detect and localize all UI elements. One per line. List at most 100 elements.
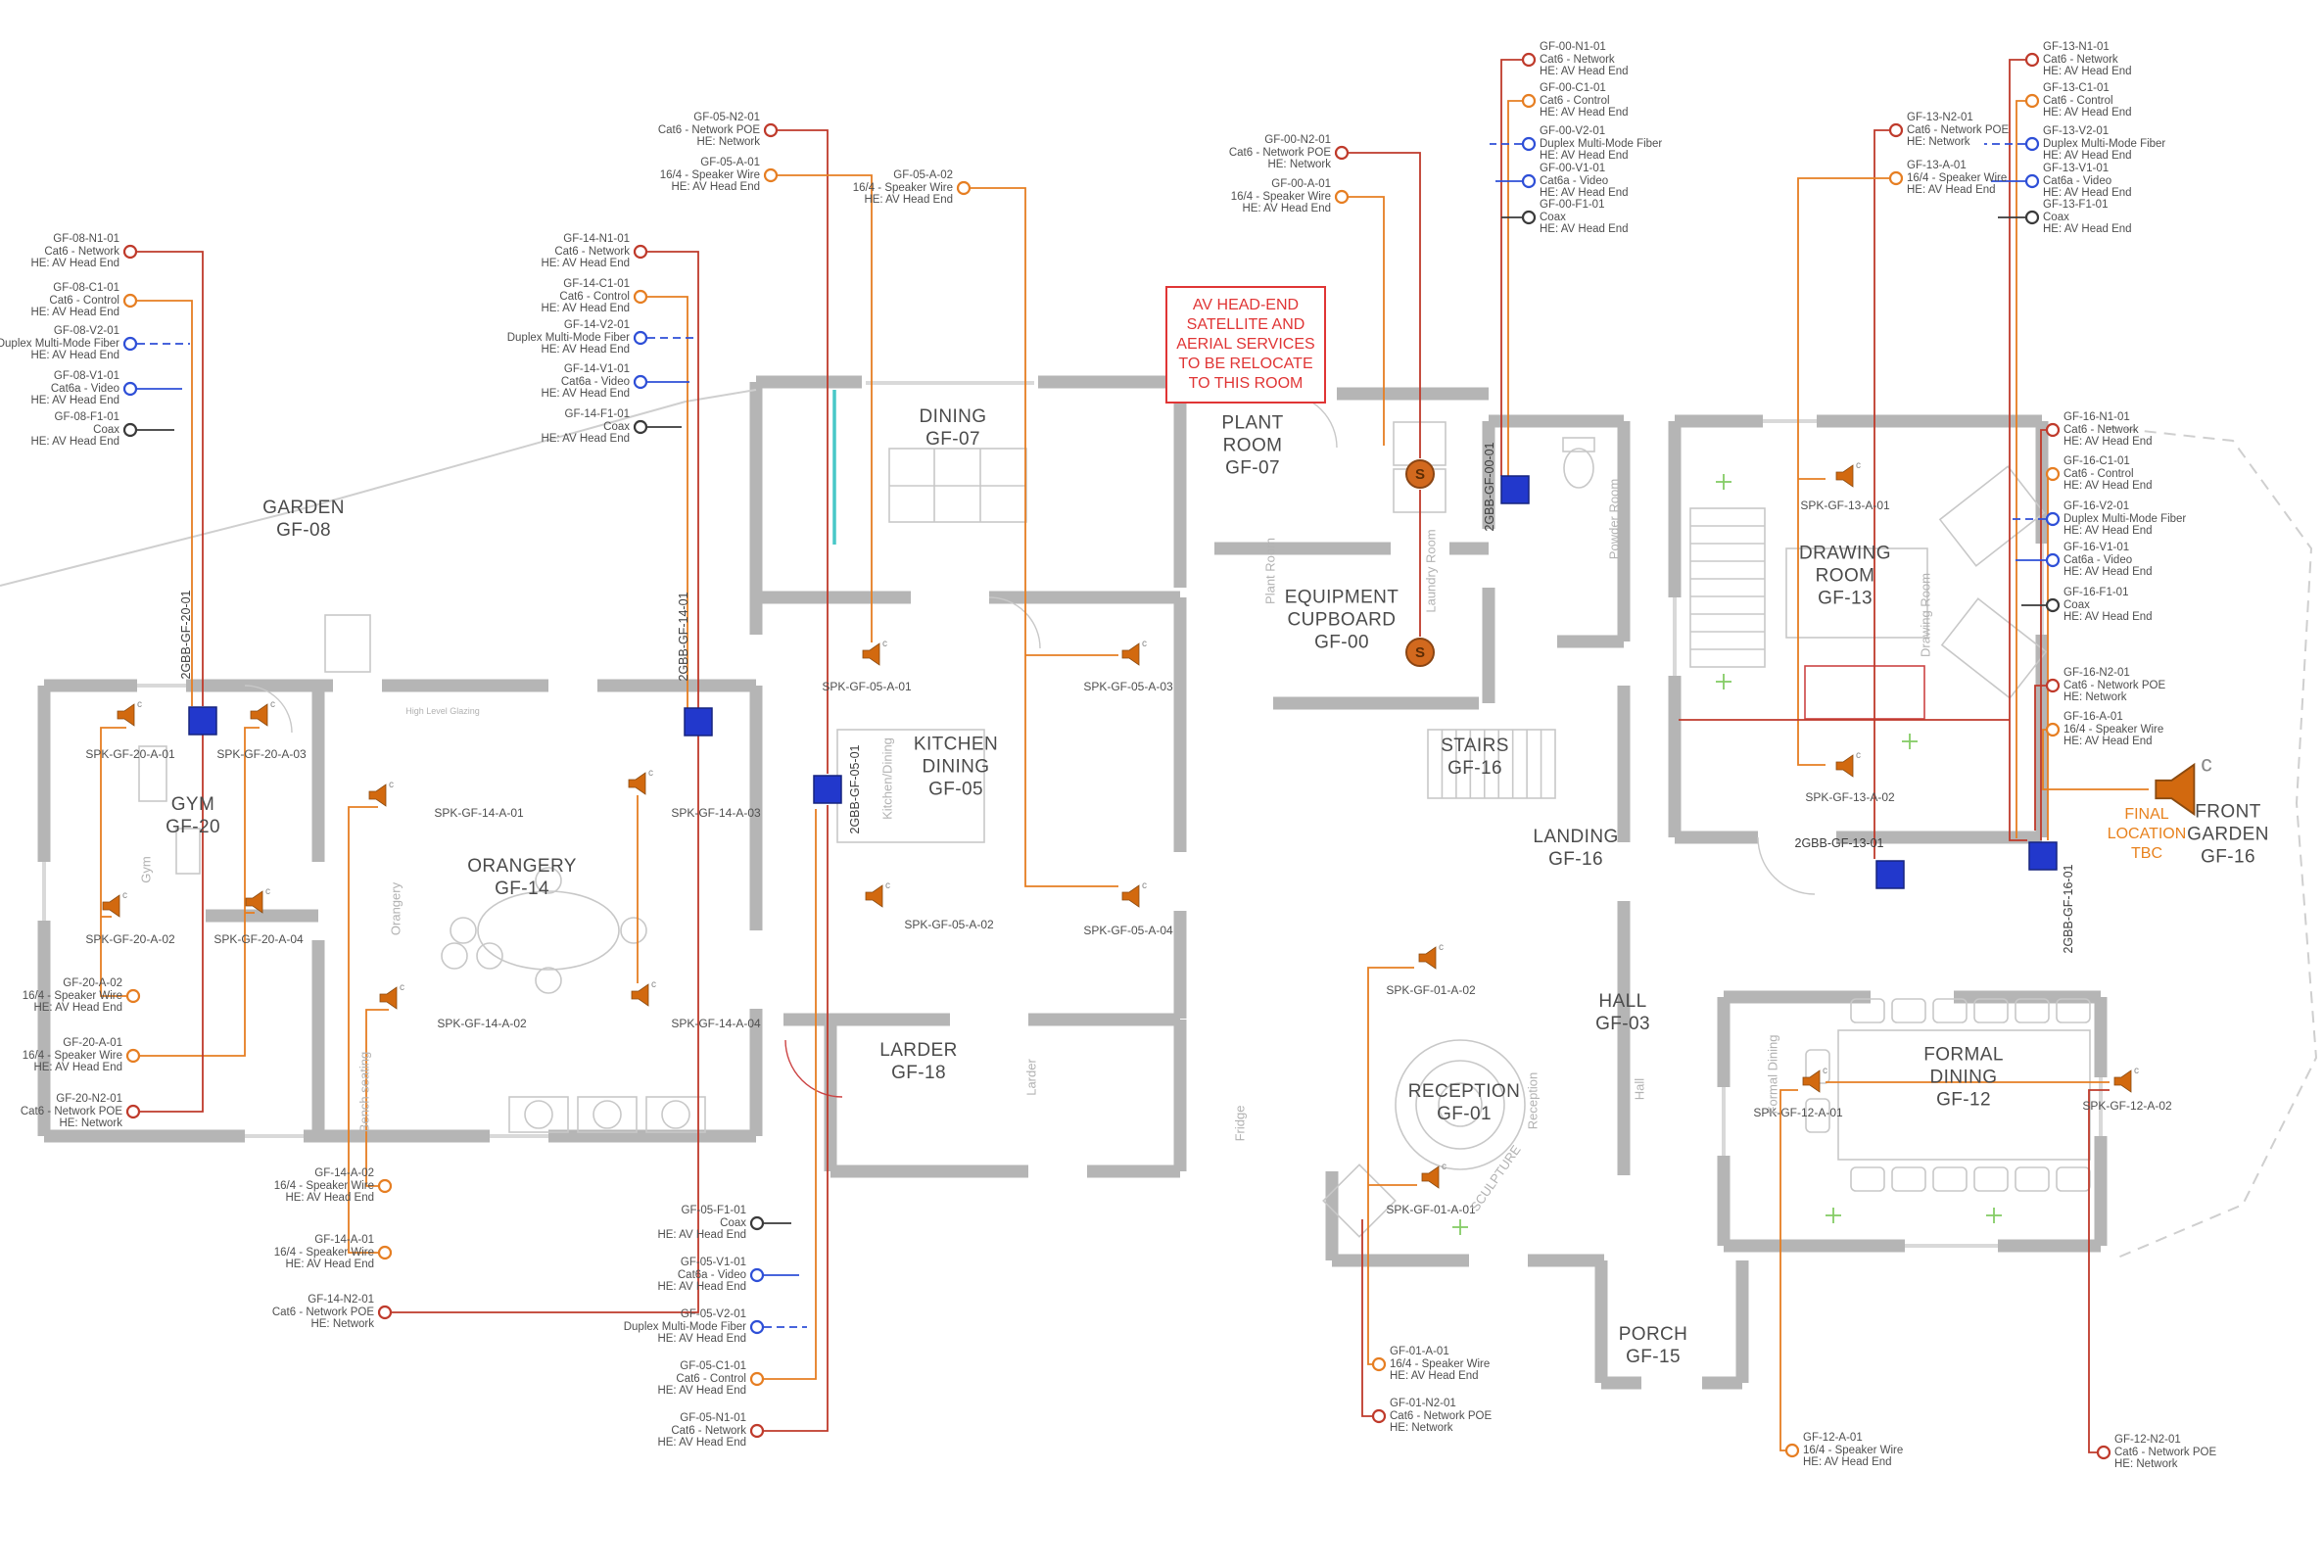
cable-he: HE: Network	[2063, 691, 2127, 703]
room-name: FORMAL DINING	[1923, 1044, 2004, 1088]
furniture	[645, 1096, 706, 1133]
cable-desc: Duplex Multi-Mode Fiber	[2063, 512, 2187, 525]
cable-run-red	[378, 736, 699, 1313]
cable-he: HE: AV Head End	[657, 1437, 746, 1449]
cable-desc: Cat6a - Video	[2043, 174, 2112, 187]
cable-desc: Duplex Multi-Mode Fiber	[0, 337, 119, 350]
cable-he: HE: Network	[2114, 1458, 2178, 1470]
cable-connector	[1521, 136, 1537, 152]
cable-id: GF-16-F1-01	[2063, 587, 2129, 598]
cable-id: GF-00-N2-01	[1264, 134, 1331, 146]
speaker-icon: c	[865, 880, 890, 908]
cable-connector	[2024, 136, 2040, 152]
door-arc	[1757, 836, 1816, 895]
chair	[1973, 998, 2009, 1023]
cable-he: HE: AV Head End	[1540, 150, 1629, 162]
speaker-c-mark: c	[1823, 1066, 1827, 1076]
speaker-icon: c	[1835, 750, 1861, 778]
satellite-device-letter: S	[1415, 466, 1425, 483]
cable-run-orange	[2016, 100, 2025, 838]
cable-he: HE: AV Head End	[1242, 203, 1331, 214]
cable-desc: Cat6a - Video	[677, 1268, 746, 1281]
cable-desc: Cat6 - Network POE	[2063, 679, 2166, 691]
cable-id: GF-14-A-02	[314, 1167, 374, 1179]
cable-connector	[633, 289, 648, 305]
room-name: LARDER	[879, 1040, 958, 1061]
speaker-horn	[631, 983, 649, 1007]
speaker-c-mark: c	[648, 768, 653, 779]
cable-desc: 16/4 - Speaker Wire	[852, 181, 953, 194]
cable-desc: Cat6a - Video	[560, 375, 630, 388]
speaker-c-mark: c	[137, 699, 142, 710]
cable-id: GF-08-N1-01	[53, 233, 119, 245]
room-name: LANDING	[1533, 827, 1619, 847]
cable-he: HE: AV Head End	[30, 258, 119, 269]
cable-desc: 16/4 - Speaker Wire	[22, 1049, 122, 1062]
cable-he: HE: AV Head End	[541, 258, 630, 269]
furniture	[324, 614, 371, 673]
speaker-horn	[368, 784, 387, 807]
cable-desc: Duplex Multi-Mode Fiber	[1540, 137, 1663, 150]
cable-desc: Cat6 - Network POE	[271, 1306, 374, 1318]
cable-he: HE: AV Head End	[1907, 184, 1996, 196]
cable-he: HE: Network	[1390, 1422, 1453, 1434]
speaker-horn	[1121, 884, 1140, 908]
cable-connector	[2045, 722, 2061, 737]
cable-id: GF-01-N2-01	[1390, 1398, 1456, 1409]
cable-he: HE: AV Head End	[2043, 107, 2132, 119]
network-outlet	[1500, 475, 1530, 504]
cable-he: HE: Network	[696, 136, 760, 148]
furniture	[477, 890, 620, 971]
speaker-label: SPK-GF-14-A-01	[434, 806, 524, 820]
speaker-label: SPK-GF-13-A-02	[1805, 790, 1895, 804]
cable-id: GF-13-V2-01	[2043, 125, 2110, 137]
area-label: Formal Dining	[1765, 1034, 1780, 1115]
network-outlet-label: 2GBB-GF-14-01	[677, 592, 690, 682]
speaker-c-mark: c	[270, 699, 275, 710]
speaker-label: SPK-GF-20-A-03	[216, 747, 307, 761]
speaker-icon: c	[250, 699, 275, 727]
speaker-c-mark: c	[122, 890, 127, 901]
network-outlet	[2028, 841, 2058, 871]
speaker-c-mark: c	[1856, 460, 1861, 471]
cable-he: HE: AV Head End	[541, 303, 630, 314]
cable-run-red	[1873, 129, 1889, 859]
cable-connector	[122, 336, 138, 352]
chair	[1932, 998, 1968, 1023]
cable-run-red	[2009, 59, 2027, 841]
cable-id: GF-05-V1-01	[680, 1257, 746, 1268]
cable-desc: Cat6 - Network POE	[1907, 123, 2010, 136]
furniture	[1395, 1039, 1526, 1170]
furniture	[524, 1100, 553, 1129]
speaker-icon: c	[1802, 1066, 1827, 1093]
speaker-horn	[2155, 762, 2196, 817]
cable-desc: Cat6 - Control	[2063, 467, 2134, 480]
cable-run-orange	[1797, 177, 1889, 766]
door-arc	[244, 685, 293, 734]
speaker-label: SPK-GF-20-A-04	[213, 932, 304, 946]
speaker-icon: c	[862, 639, 887, 666]
cable-connector	[1521, 173, 1537, 189]
cable-id: GF-14-C1-01	[563, 278, 630, 290]
cable-id: GF-00-C1-01	[1540, 82, 1606, 94]
cable-id: GF-20-A-02	[63, 977, 122, 989]
note-boxed: AV HEAD-END SATELLITE AND AERIAL SERVICE…	[1165, 286, 1326, 404]
cable-id: GF-12-N2-01	[2114, 1434, 2181, 1446]
